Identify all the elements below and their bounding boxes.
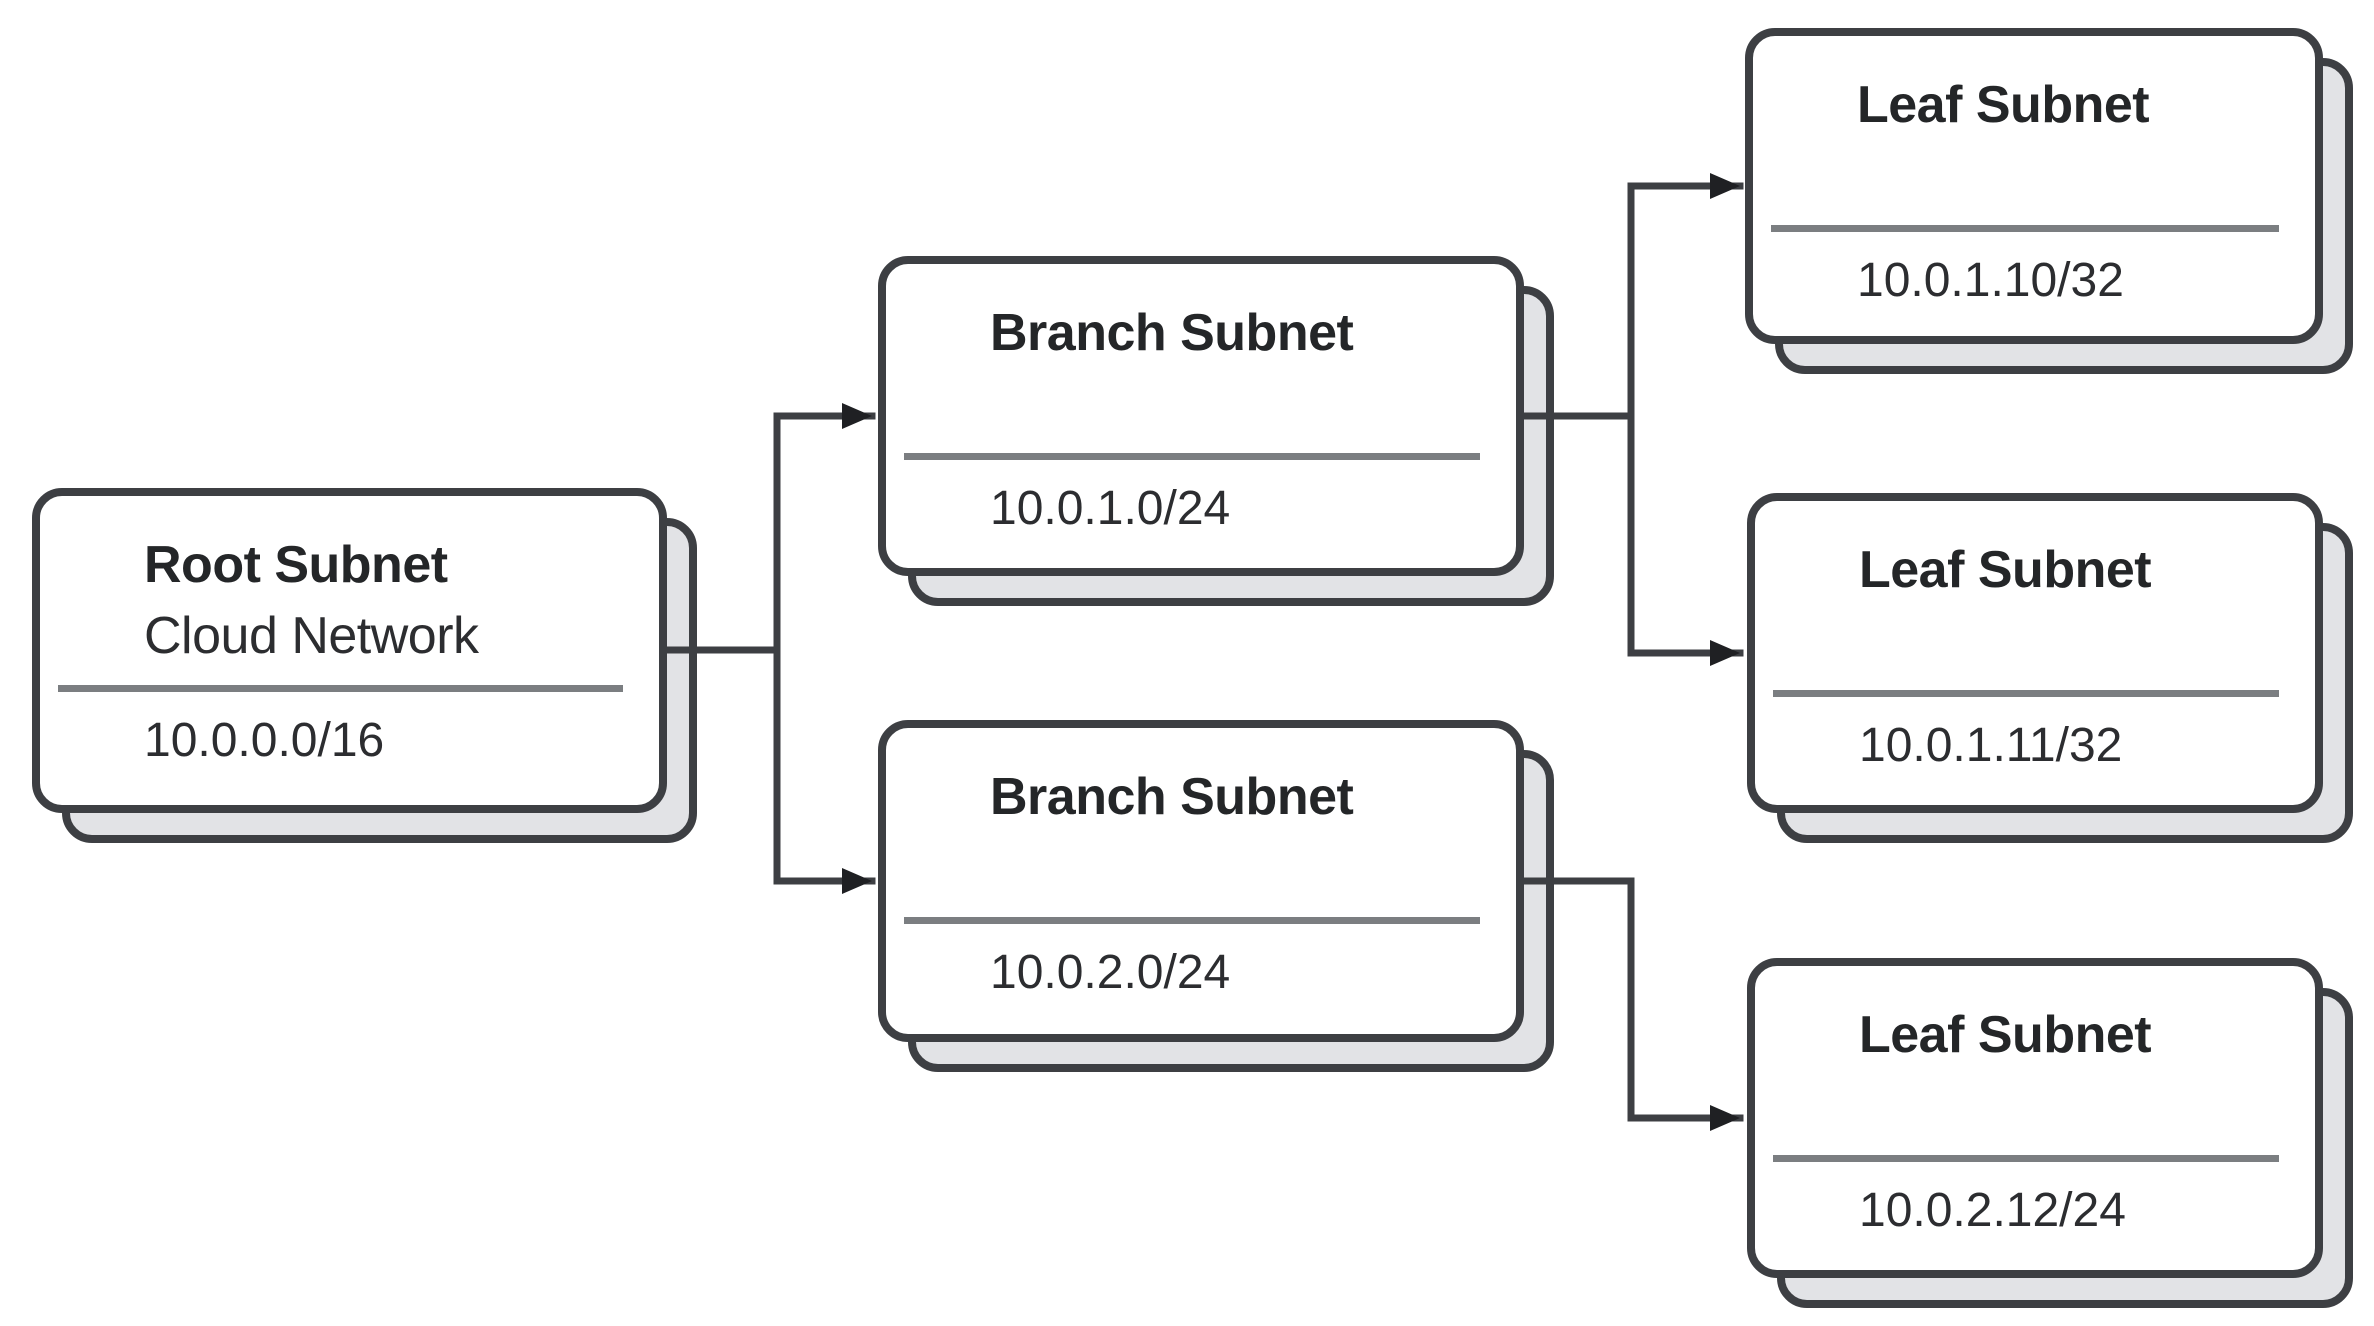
card-face: Leaf Subnet 10.0.1.10/32: [1745, 28, 2323, 344]
card-face: Branch Subnet 10.0.1.0/24: [878, 256, 1524, 576]
card-cidr: 10.0.1.0/24: [990, 482, 1231, 535]
card-subtitle: Cloud Network: [144, 607, 479, 665]
card-divider: [1773, 690, 2279, 697]
card-divider: [58, 685, 623, 692]
card-title: Leaf Subnet: [1857, 76, 2150, 134]
card-divider: [904, 917, 1480, 924]
card-cidr: 10.0.2.0/24: [990, 946, 1231, 999]
card-face: Leaf Subnet 10.0.2.12/24: [1747, 958, 2323, 1278]
leaf-subnet-1-card: Leaf Subnet 10.0.1.10/32: [1745, 28, 2353, 374]
card-title: Branch Subnet: [990, 768, 1354, 826]
card-cidr: 10.0.1.11/32: [1859, 719, 2123, 772]
card-cidr: 10.0.2.12/24: [1859, 1184, 2126, 1237]
branch-subnet-2-card: Branch Subnet 10.0.2.0/24: [878, 720, 1554, 1072]
card-face: Branch Subnet 10.0.2.0/24: [878, 720, 1524, 1042]
card-title: Branch Subnet: [990, 304, 1354, 362]
root-subnet-card: Root Subnet Cloud Network 10.0.0.0/16: [32, 488, 697, 843]
card-face: Leaf Subnet 10.0.1.11/32: [1747, 493, 2323, 813]
card-title: Leaf Subnet: [1859, 541, 2152, 599]
card-cidr: 10.0.1.10/32: [1857, 254, 2124, 307]
leaf-subnet-2-card: Leaf Subnet 10.0.1.11/32: [1747, 493, 2353, 843]
card-face: Root Subnet Cloud Network 10.0.0.0/16: [32, 488, 667, 813]
branch-subnet-1-card: Branch Subnet 10.0.1.0/24: [878, 256, 1554, 606]
card-divider: [904, 453, 1480, 460]
leaf-subnet-3-card: Leaf Subnet 10.0.2.12/24: [1747, 958, 2353, 1308]
card-title: Root Subnet: [144, 536, 448, 594]
card-divider: [1771, 225, 2279, 232]
card-title: Leaf Subnet: [1859, 1006, 2152, 1064]
card-cidr: 10.0.0.0/16: [144, 714, 385, 767]
card-divider: [1773, 1155, 2279, 1162]
